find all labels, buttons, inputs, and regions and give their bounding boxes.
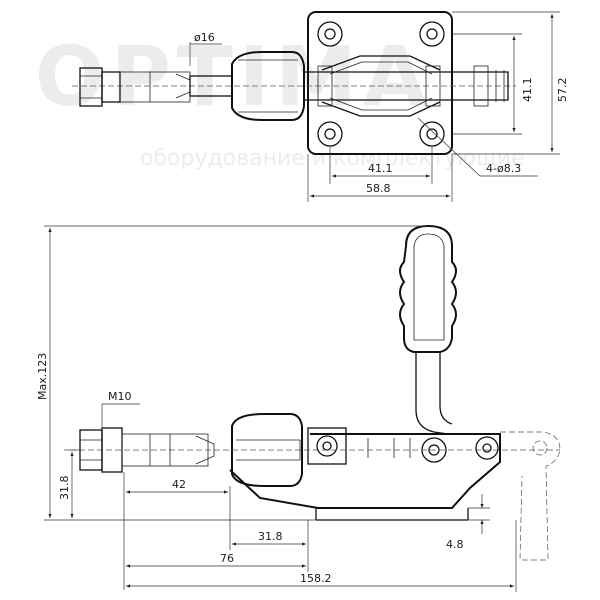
watermark: OPTIMA оборудование и комплектующие (35, 30, 525, 171)
dim-max-123: Max.123 (36, 225, 428, 521)
dim-158-2: 158.2 (125, 520, 517, 592)
dim-58-8-horizontal: 58.8 (307, 154, 453, 202)
dim-76-label: 76 (220, 552, 234, 565)
dim-dia-16: ø16 (189, 31, 222, 66)
dim-4-8: 4.8 (446, 494, 490, 551)
dim-31-8-vertical: 31.8 (58, 449, 80, 518)
dim-41-1-horizontal-label: 41.1 (368, 162, 393, 175)
side-handle-phantom (500, 431, 561, 561)
dim-holes-callout-label: 4-ø8.3 (486, 162, 521, 175)
top-linkage (304, 55, 509, 117)
dim-dia-16-label: ø16 (194, 31, 215, 44)
dim-m10: M10 (101, 390, 140, 430)
dim-31-8-vertical-label: 31.8 (58, 476, 71, 501)
dim-41-1-vertical: 41.1 (452, 33, 534, 135)
dim-76: 76 (123, 498, 309, 590)
dim-42-label: 42 (172, 478, 186, 491)
dim-m10-label: M10 (108, 390, 132, 403)
dim-57-2-vertical: 57.2 (452, 11, 569, 155)
dim-4-8-label: 4.8 (446, 538, 464, 551)
side-view: Max.123 M10 31.8 42 31.8 (36, 224, 561, 592)
dim-41-1-vertical-label: 41.1 (521, 78, 534, 103)
dim-42: 42 (123, 472, 231, 498)
watermark-brand: OPTIMA (35, 30, 432, 125)
side-body (229, 413, 501, 521)
side-plunger (70, 427, 560, 473)
dim-57-2-vertical-label: 57.2 (556, 78, 569, 103)
top-view: ø16 41.1 57.2 41.1 58.8 (72, 11, 569, 202)
dim-31-8-horizontal-label: 31.8 (258, 530, 283, 543)
dim-58-8-horizontal-label: 58.8 (366, 182, 391, 195)
top-base-plate (307, 11, 453, 155)
dim-41-1-horizontal: 41.1 (329, 146, 433, 184)
side-handle (399, 224, 457, 435)
dim-158-2-label: 158.2 (300, 572, 332, 585)
watermark-tagline: оборудование и комплектующие (140, 146, 525, 171)
dim-31-8-horizontal: 31.8 (229, 498, 309, 550)
dim-max-123-label: Max.123 (36, 353, 49, 400)
dim-holes-callout: 4-ø8.3 (417, 117, 538, 177)
top-plunger (72, 51, 516, 121)
